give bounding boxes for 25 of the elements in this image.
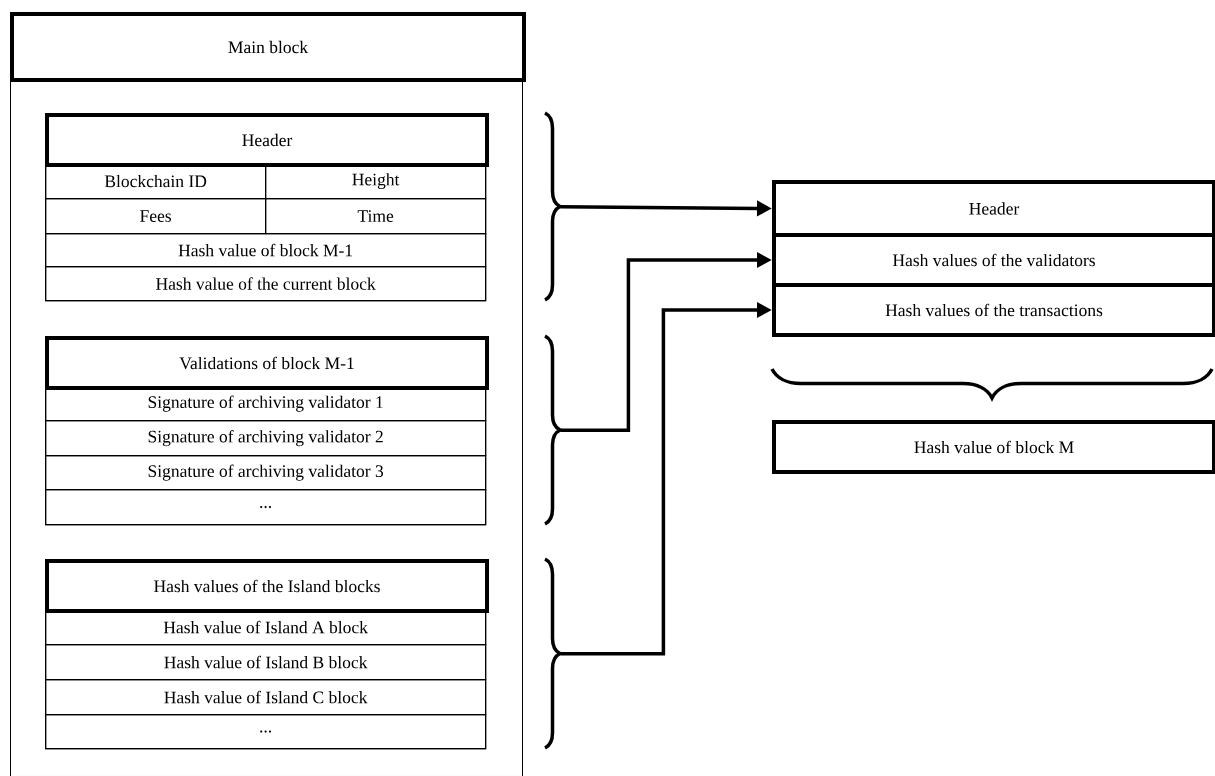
field-box: Hash value of block M bbox=[772, 420, 1215, 474]
field-box: Hash values of the transactions bbox=[772, 283, 1215, 337]
table-cell: Hash value of Island A block bbox=[45, 609, 487, 646]
table-cell: Fees bbox=[45, 198, 267, 235]
table-cell: Signature of archiving validator 1 bbox=[45, 386, 487, 422]
curly-brace bbox=[544, 557, 562, 750]
table-cell: Hash value of the current block bbox=[45, 266, 487, 302]
field-box: Header bbox=[772, 180, 1215, 237]
field-box: Hash values of the validators bbox=[772, 233, 1215, 287]
table-cell: Signature of archiving validator 3 bbox=[45, 455, 487, 491]
curly-brace bbox=[544, 334, 562, 526]
table-cell: Hash value of Island B block bbox=[45, 644, 487, 681]
curly-brace bbox=[544, 111, 562, 302]
curly-brace bbox=[770, 368, 1214, 400]
table-heading: Hash values of the Island blocks bbox=[45, 559, 489, 613]
table-cell: Hash value of block M-1 bbox=[45, 233, 487, 268]
table-heading: Header bbox=[45, 113, 489, 167]
table-cell: ... bbox=[45, 489, 487, 526]
table-cell: ... bbox=[45, 714, 487, 750]
table-cell: Signature of archiving validator 2 bbox=[45, 420, 487, 457]
table-cell: Time bbox=[265, 198, 487, 235]
table-cell: Hash value of Island C block bbox=[45, 679, 487, 716]
table-cell: Height bbox=[265, 163, 487, 200]
table-cell: Blockchain ID bbox=[45, 163, 267, 200]
table-heading: Validations of block M-1 bbox=[45, 336, 489, 390]
